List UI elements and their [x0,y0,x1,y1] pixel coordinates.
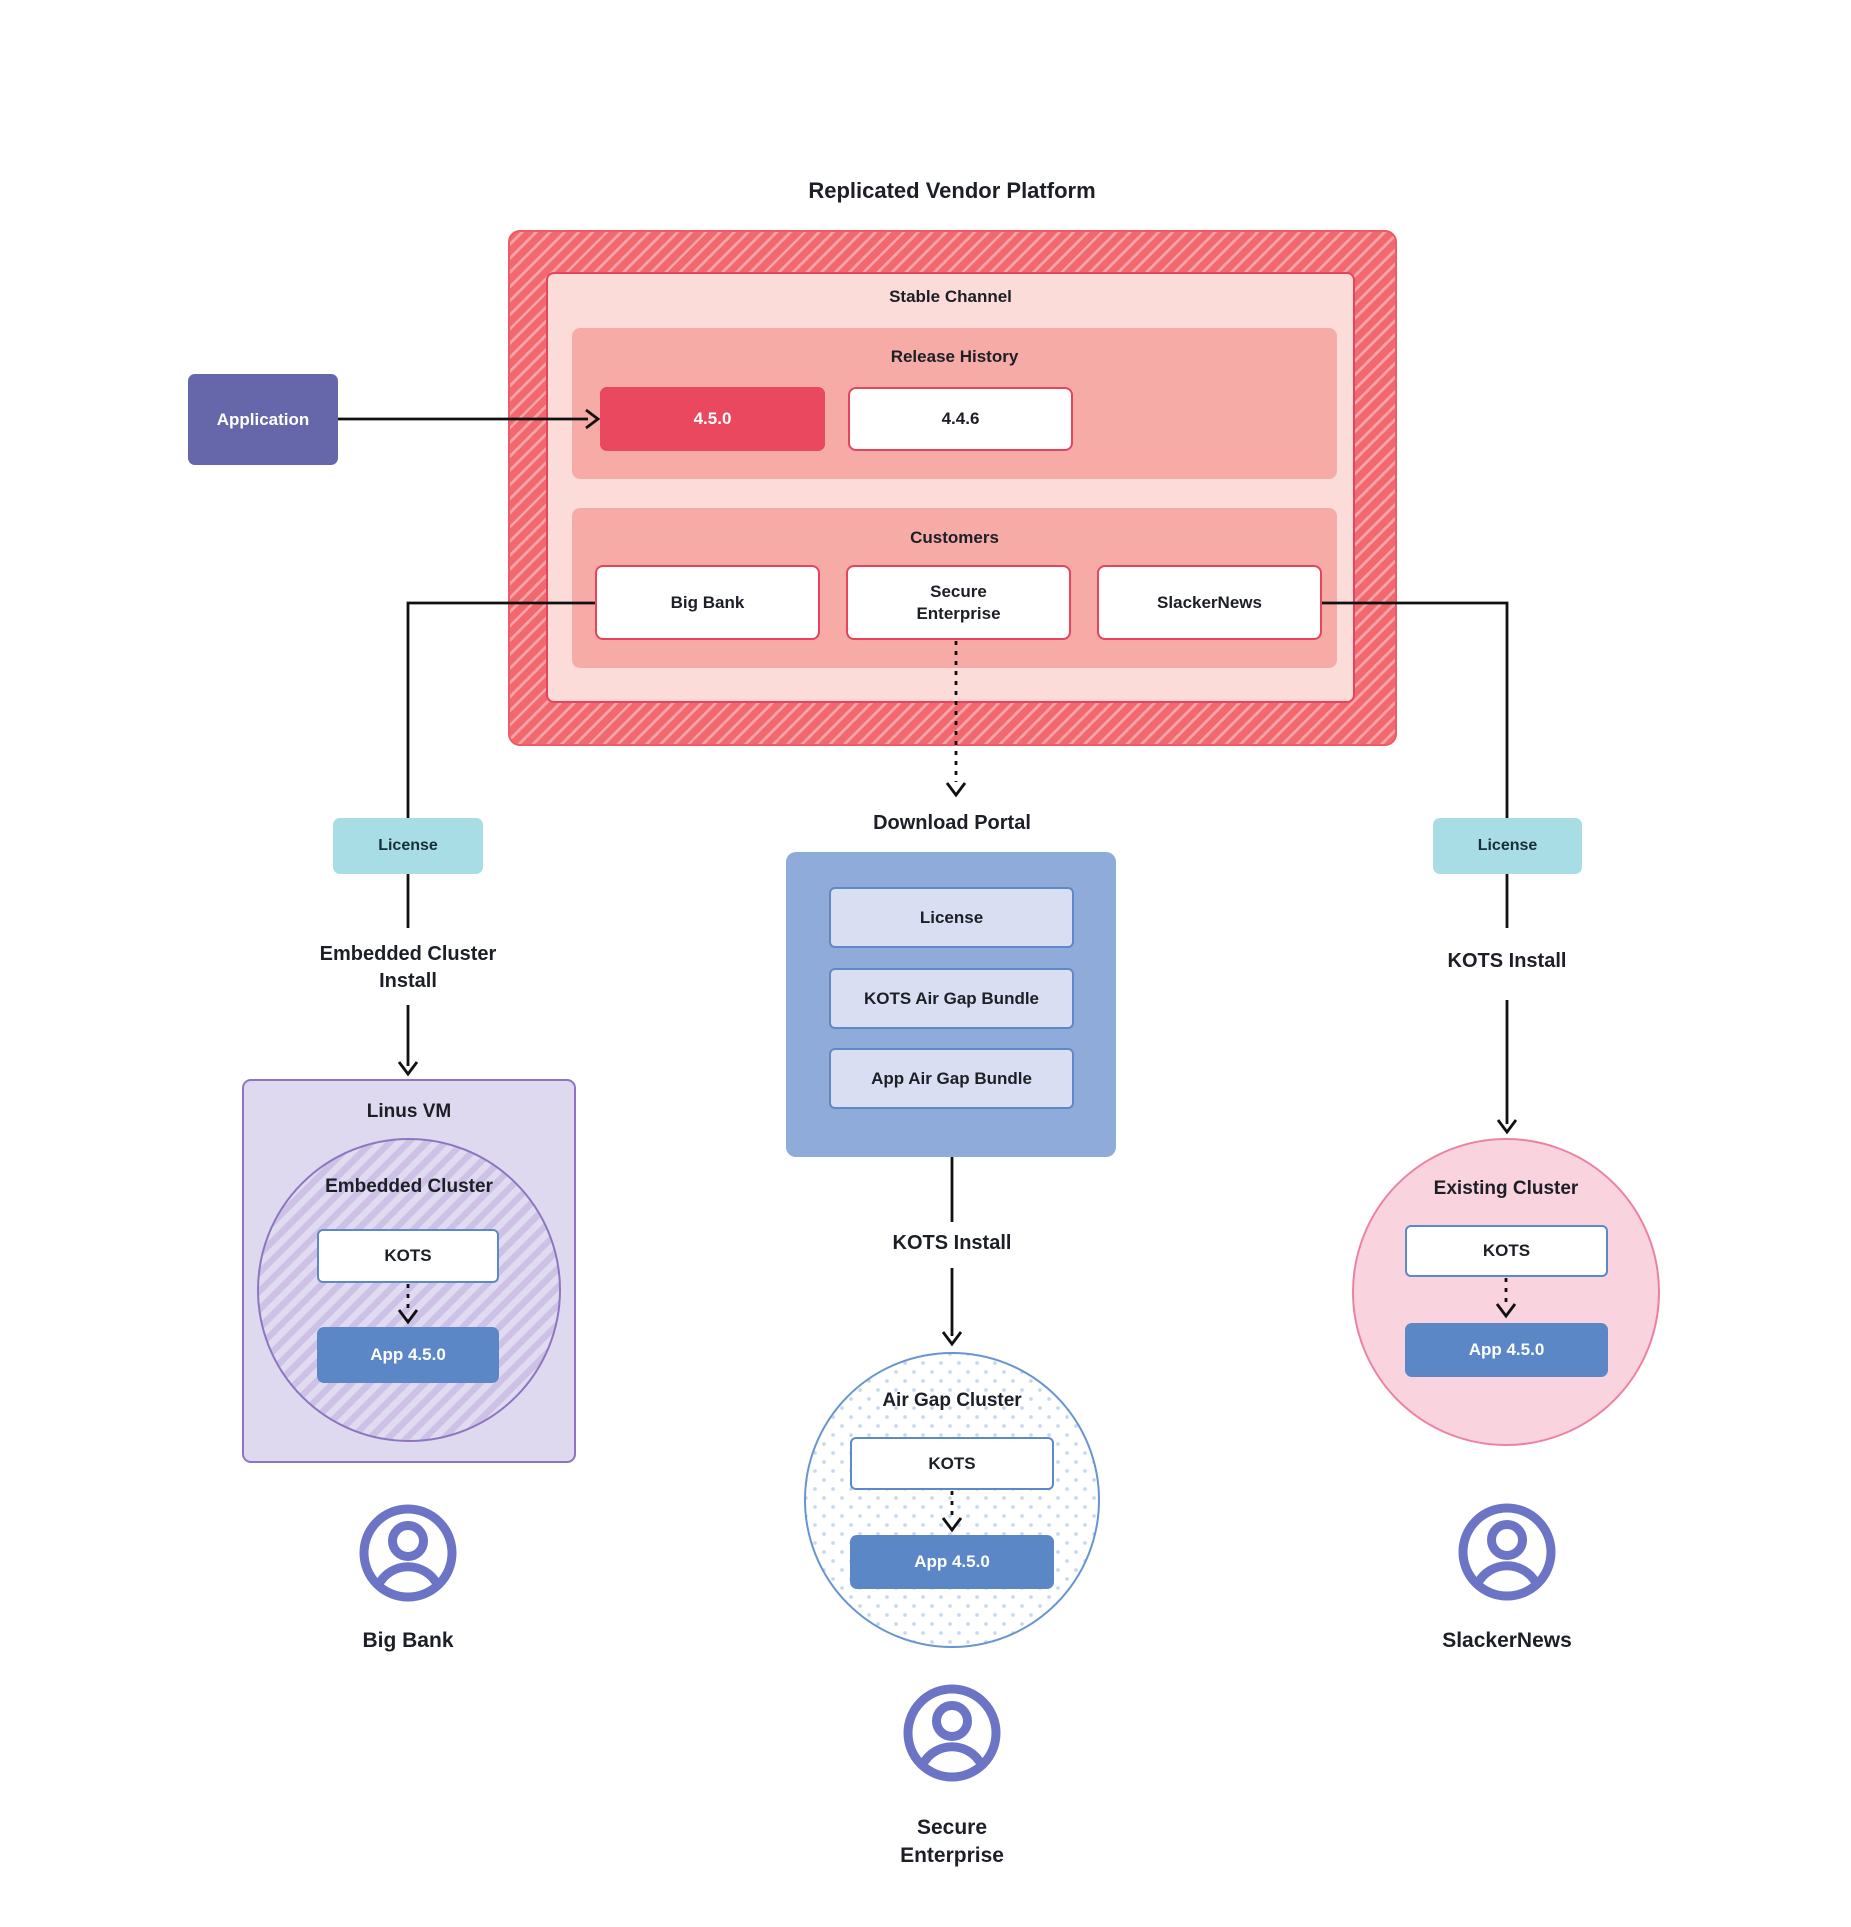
download-portal-title: Download Portal [873,812,1031,834]
portal-kots-bundle-label: KOTS Air Gap Bundle [863,988,1040,1008]
application-label: Application [216,409,310,429]
license-right-label: License [1477,837,1538,854]
arrowhead-secure-to-portal [945,782,967,798]
kots-box-middle: KOTS [850,1437,1054,1490]
portal-app-bundle-label: App Air Gap Bundle [871,1068,1032,1088]
kots-left-label: KOTS [384,1246,432,1265]
portal-app-bundle-box: App Air Gap Bundle [829,1048,1074,1109]
slackernews-user-icon [1458,1503,1556,1601]
release-history-label: Release History [890,347,1019,366]
slackernews-actor-label: SlackerNews [1442,1629,1572,1652]
release-version-450: 4.5.0 [600,387,825,451]
embedded-cluster-label: Embedded Cluster [325,1176,493,1197]
customer-secure-enterprise-label: Secure Enterprise [916,581,1001,623]
portal-license-box: License [829,887,1074,948]
customer-big-bank: Big Bank [595,565,820,640]
stable-channel-label: Stable Channel [889,287,1012,306]
customer-big-bank-label: Big Bank [670,592,745,612]
license-box-right: License [1433,818,1582,874]
diagram-title: Replicated Vendor Platform [808,178,1096,203]
customer-slackernews-label: SlackerNews [1157,592,1262,612]
kots-middle-label: KOTS [928,1453,976,1473]
app-box-left: App 4.5.0 [317,1327,499,1383]
arrowhead-install-to-airgap [941,1331,963,1347]
secure-enterprise-actor-label: Secure Enterprise [900,1816,1004,1867]
kots-box-right: KOTS [1405,1225,1608,1277]
secure-enterprise-user-icon [903,1684,1001,1782]
arrowhead-install-to-vm [397,1061,419,1077]
license-left-label: License [378,837,438,854]
app-box-right: App 4.5.0 [1405,1323,1608,1377]
app-box-middle: App 4.5.0 [850,1535,1054,1589]
license-box-left: License [333,818,483,874]
linus-vm-label: Linus VM [366,1101,452,1122]
kots-right-label: KOTS [1482,1241,1531,1260]
customers-label: Customers [910,528,999,547]
customer-slackernews: SlackerNews [1097,565,1322,640]
embedded-cluster-install-label: Embedded Cluster Install [319,943,497,992]
application-box: Application [188,374,338,465]
app-left-label: App 4.5.0 [370,1345,446,1364]
existing-cluster-label: Existing Cluster [1433,1178,1579,1199]
kots-install-right-label: KOTS Install [1447,950,1567,972]
arrowhead-install-to-existing-cluster [1496,1119,1518,1135]
app-right-label: App 4.5.0 [1468,1340,1545,1359]
release-version-446: 4.4.6 [848,387,1073,451]
release-version-446-label: 4.4.6 [941,409,980,428]
big-bank-actor-label: Big Bank [362,1629,454,1652]
kots-install-middle-label: KOTS Install [892,1232,1012,1254]
air-gap-cluster-label: Air Gap Cluster [882,1390,1022,1411]
portal-license-label: License [919,907,984,927]
kots-box-left: KOTS [317,1229,499,1283]
release-version-450-label: 4.5.0 [693,409,732,428]
portal-kots-bundle-box: KOTS Air Gap Bundle [829,968,1074,1029]
app-middle-label: App 4.5.0 [914,1552,990,1571]
big-bank-user-icon [359,1504,457,1602]
customer-secure-enterprise: Secure Enterprise [846,565,1071,640]
